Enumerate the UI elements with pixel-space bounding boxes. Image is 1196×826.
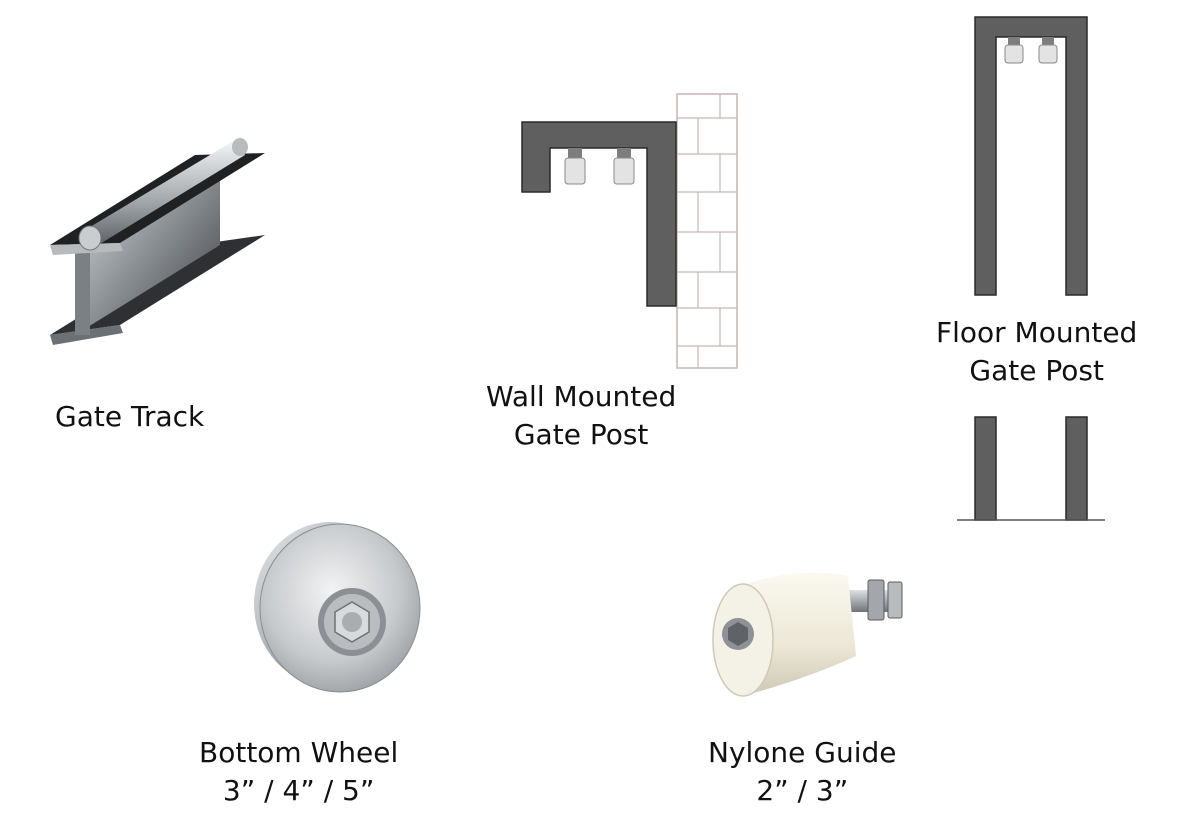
gate-track-label: Gate Track bbox=[55, 398, 204, 436]
floor-post-line1: Floor Mounted bbox=[936, 316, 1138, 349]
nylon-guide-line1: Nylone Guide bbox=[708, 736, 897, 769]
floor-post-label: Floor Mounted Gate Post bbox=[936, 314, 1137, 390]
wall-post-diagram-icon bbox=[521, 93, 738, 369]
bottom-wheel-line1: Bottom Wheel bbox=[199, 736, 399, 769]
wall-post-label: Wall Mounted Gate Post bbox=[486, 378, 676, 454]
wall-post-line1: Wall Mounted bbox=[486, 380, 677, 413]
nylon-guide-line2: 2” / 3” bbox=[756, 774, 849, 807]
nylon-guide-label: Nylone Guide 2” / 3” bbox=[708, 734, 897, 810]
bottom-wheel-line2: 3” / 4” / 5” bbox=[222, 774, 375, 807]
wall-post-line2: Gate Post bbox=[513, 418, 649, 451]
floor-post-base-diagram-icon bbox=[957, 416, 1105, 521]
floor-post-line2: Gate Post bbox=[969, 354, 1104, 387]
gate-track-icon bbox=[50, 138, 265, 345]
floor-post-top-diagram-icon bbox=[974, 16, 1088, 296]
nylon-guide-icon bbox=[712, 572, 903, 697]
bottom-wheel-label: Bottom Wheel 3” / 4” / 5” bbox=[199, 734, 398, 810]
bottom-wheel-icon bbox=[254, 522, 421, 693]
gate-track-line1: Gate Track bbox=[55, 400, 205, 433]
